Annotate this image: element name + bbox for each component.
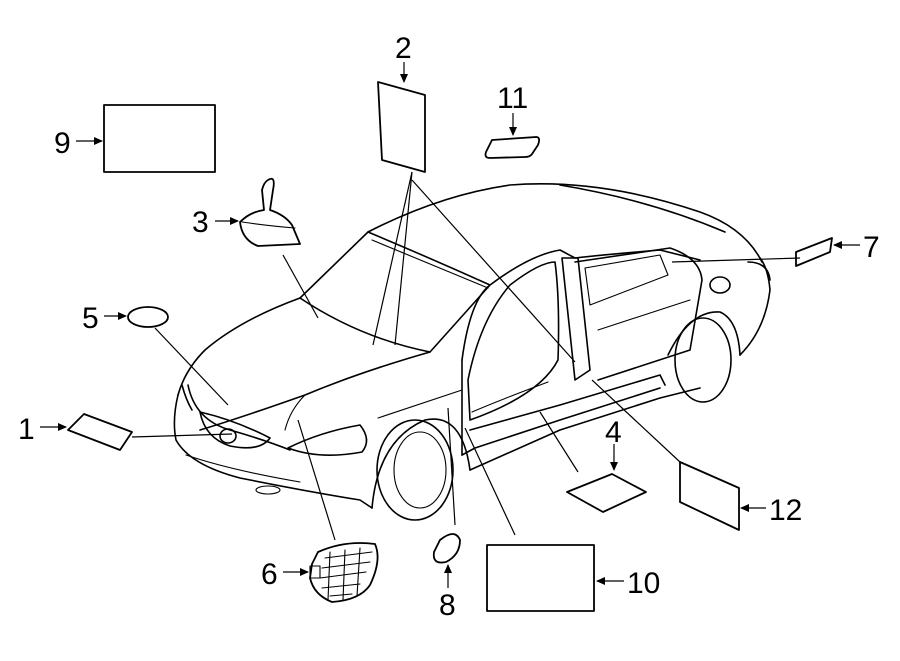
label-part-2[interactable] [377,81,426,173]
label-part-9[interactable] [103,104,216,173]
callout-5: 5 [82,302,99,335]
label-part-7[interactable] [795,237,833,267]
label-part-10[interactable] [486,544,595,612]
callout-2: 2 [395,32,412,65]
label-part-4[interactable] [566,473,647,513]
label-part-1[interactable] [67,413,133,451]
label-part-12[interactable] [679,461,740,531]
callout-9: 9 [54,127,71,160]
label-part-6[interactable] [309,542,379,603]
leader-lines [131,171,801,541]
label-part-5[interactable] [127,306,169,328]
label-part-8[interactable] [432,533,461,564]
callout-3: 3 [192,206,209,239]
callout-1: 1 [18,413,35,446]
callout-10: 10 [627,567,660,600]
callout-arrows [40,62,860,588]
callout-6: 6 [261,558,278,591]
mirror-label-part-11[interactable] [484,136,541,159]
callout-11: 11 [497,82,528,115]
callout-4: 4 [605,416,622,449]
callout-7: 7 [863,231,880,264]
callout-12: 12 [769,494,802,527]
label-part-3[interactable] [239,177,301,247]
callout-8: 8 [439,589,456,622]
car-illustration [173,183,771,521]
callout-numbers: 1 2 3 4 5 6 7 8 9 10 11 12 [18,32,880,622]
